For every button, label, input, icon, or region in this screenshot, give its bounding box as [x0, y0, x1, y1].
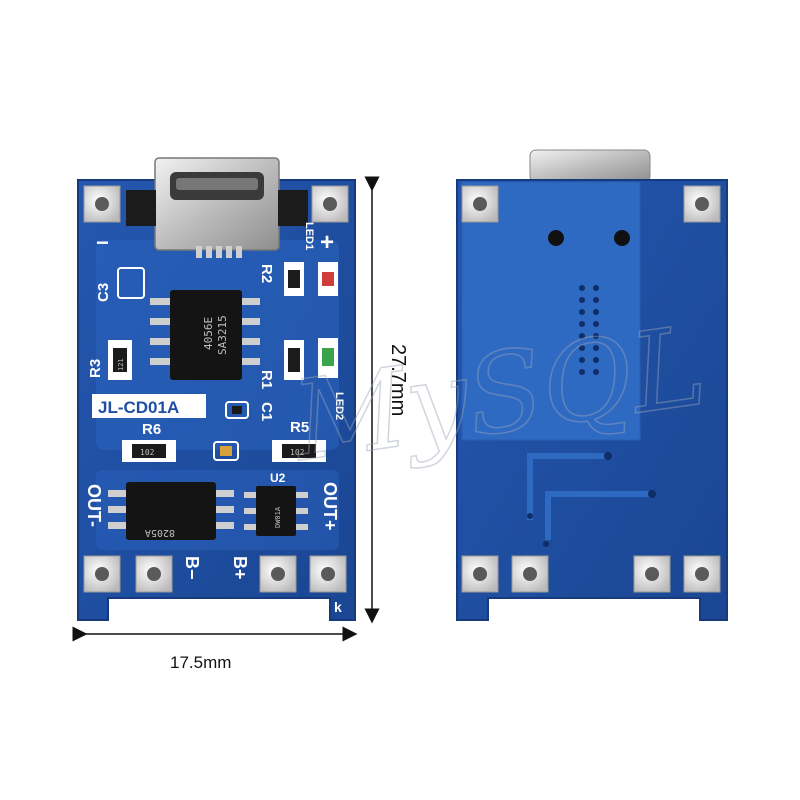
label-minus-top: −: [96, 230, 109, 255]
back-board: [456, 149, 728, 621]
back-pad-bottom-4: [683, 555, 721, 593]
back-pad-top-right: [683, 185, 721, 223]
resistor-r3: 121: [108, 340, 132, 380]
micro-usb-port: [126, 157, 308, 258]
pad-b-plus: [259, 555, 297, 593]
pad-out-minus: [83, 555, 121, 593]
pad-top-right: [311, 185, 349, 223]
via-array: [579, 285, 599, 375]
resistor-r5: 102: [272, 440, 326, 462]
label-out-minus: OUT-: [84, 484, 104, 527]
u2-marking: DW01A: [274, 506, 282, 528]
back-pad-bottom-3: [633, 555, 671, 593]
resistor-r2: [284, 262, 304, 296]
label-r1: R1: [258, 370, 275, 389]
led-2: [318, 338, 338, 378]
label-r5: R5: [290, 419, 309, 436]
label-u2: U2: [270, 471, 286, 485]
pad-b-minus: [135, 555, 173, 593]
charger-ic: 4056E SA3215: [150, 290, 260, 380]
label-plus-top: +: [320, 229, 334, 256]
width-dimension: 17.5mm: [72, 626, 358, 672]
capacitor-c2: [213, 441, 239, 461]
label-led1: LED1: [303, 222, 315, 250]
resistor-r1: [284, 340, 304, 380]
label-r6: R6: [142, 421, 161, 438]
ic-marking-1: 4056E: [202, 317, 215, 350]
pad-out-plus: [309, 555, 347, 593]
r5-marking: 102: [290, 448, 305, 457]
capacitor-c3: [117, 267, 145, 299]
label-b-minus: B−: [182, 556, 202, 580]
label-k: k: [334, 599, 342, 615]
width-label: 17.5mm: [170, 653, 231, 672]
board-name-box: JL-CD01A: [92, 394, 206, 418]
front-board: 4056E SA3215 121: [77, 157, 356, 621]
resistor-r6: 102: [122, 440, 176, 462]
mosfet-chip: 8205A: [108, 482, 234, 540]
r3-marking: 121: [117, 358, 125, 371]
pad-top-left: [83, 185, 121, 223]
height-dimension: 27.7mm: [364, 176, 409, 624]
mosfet-marking: 8205A: [145, 527, 175, 538]
label-c1: C1: [258, 402, 275, 421]
label-r2: R2: [258, 264, 275, 283]
label-r3: R3: [87, 359, 104, 378]
r6-marking: 102: [140, 448, 155, 457]
capacitor-c1: [225, 401, 249, 419]
label-led2: LED2: [333, 392, 345, 420]
ic-marking-2: SA3215: [216, 315, 229, 355]
label-c3: C3: [95, 283, 112, 302]
back-pad-top-left: [461, 185, 499, 223]
label-b-plus: B+: [230, 556, 250, 580]
label-out-plus: OUT+: [320, 482, 340, 531]
board-name: JL-CD01A: [98, 398, 179, 417]
protection-ic-u2: DW01A: [244, 486, 308, 536]
back-pad-bottom-1: [461, 555, 499, 593]
led-1: [318, 262, 338, 296]
back-pad-bottom-2: [511, 555, 549, 593]
height-label: 27.7mm: [387, 344, 409, 416]
